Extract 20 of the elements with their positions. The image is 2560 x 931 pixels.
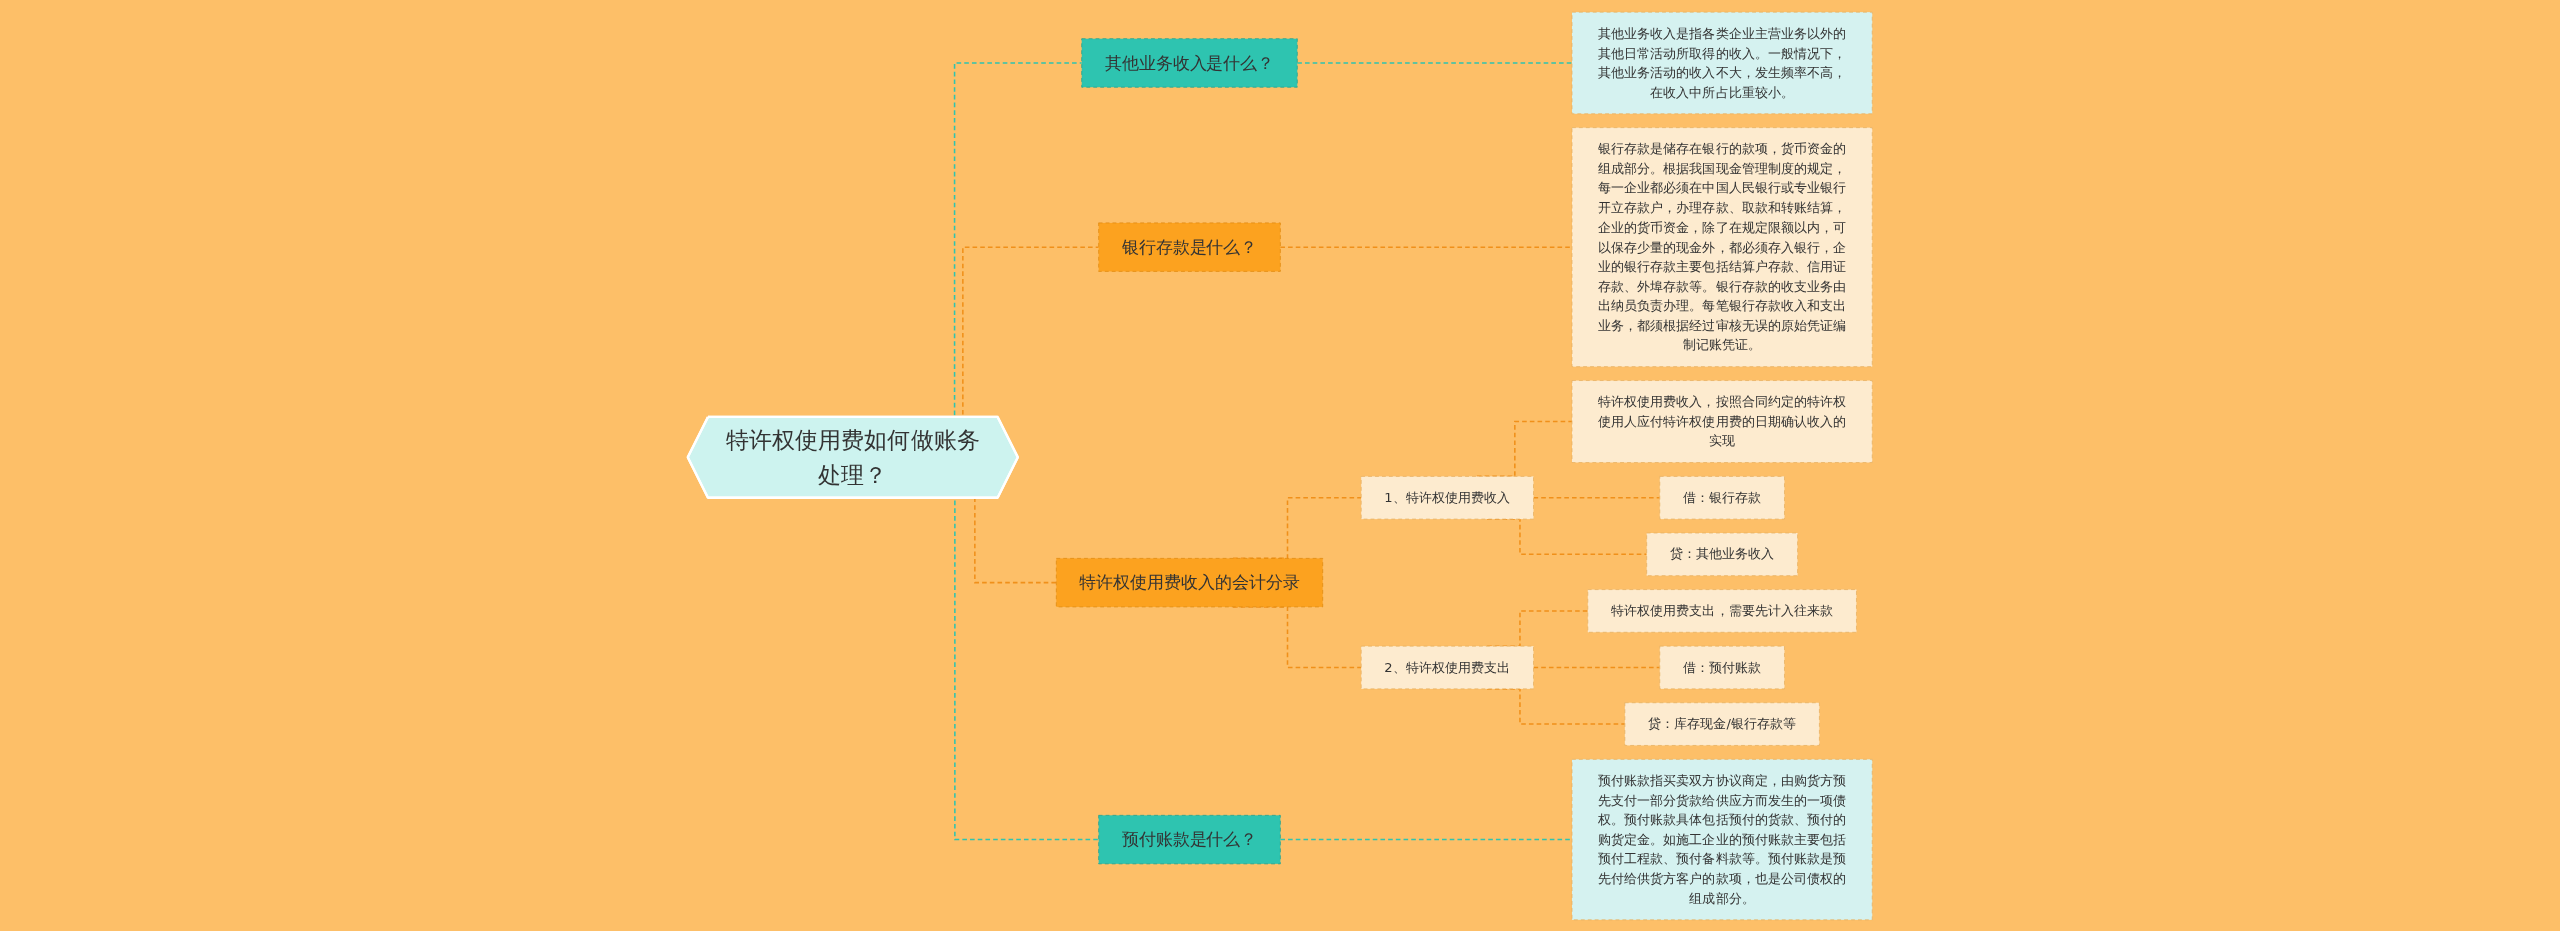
node-box xyxy=(1571,379,1873,463)
node-box xyxy=(1571,758,1873,920)
node-box xyxy=(1571,11,1873,114)
node-box xyxy=(1624,701,1820,746)
node-box xyxy=(1571,126,1873,367)
connector xyxy=(1532,496,1661,499)
connector xyxy=(1532,666,1661,668)
connector xyxy=(1279,838,1573,840)
node-box xyxy=(1098,222,1281,272)
node-box xyxy=(1055,557,1324,607)
node-box xyxy=(1360,645,1534,689)
node-box xyxy=(1659,645,1785,689)
node-box xyxy=(1098,814,1281,864)
node-box xyxy=(1587,588,1857,633)
node-box xyxy=(1360,475,1534,519)
node-box xyxy=(1659,475,1785,519)
connector xyxy=(1296,61,1573,64)
connector xyxy=(1279,245,1573,248)
node-box xyxy=(1081,37,1298,88)
node-box xyxy=(1646,532,1798,576)
